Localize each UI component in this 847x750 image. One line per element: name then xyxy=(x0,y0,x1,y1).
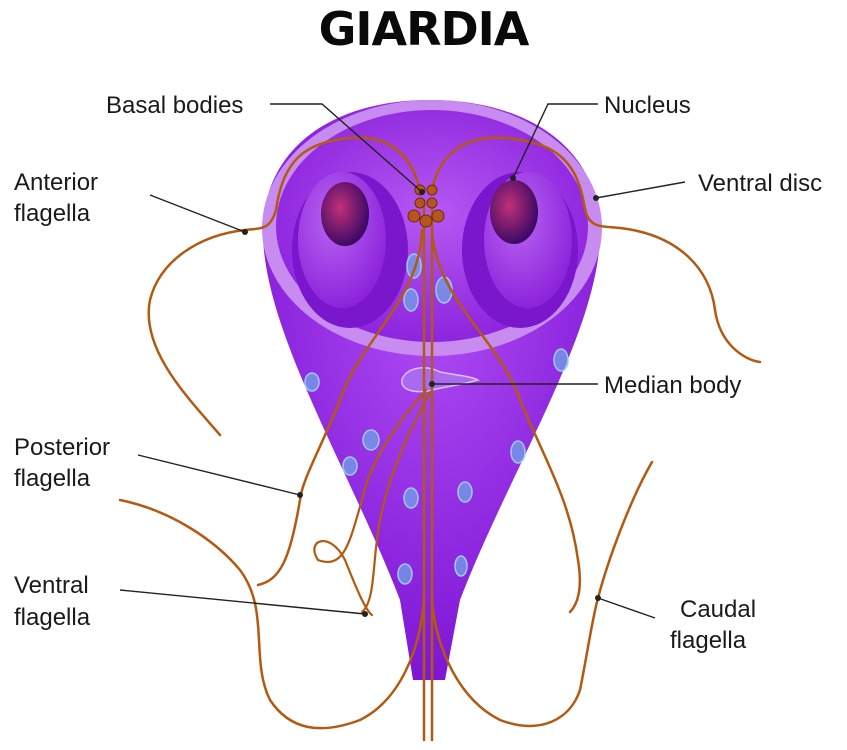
label-median-body: Median body xyxy=(604,372,741,399)
label-anterior-line1: Anterior xyxy=(14,169,98,196)
label-caudal-line1: Caudal xyxy=(680,596,756,623)
label-ventral-line1: Ventral xyxy=(14,572,89,599)
label-caudal-line2: flagella xyxy=(670,627,747,654)
label-anterior-line2: flagella xyxy=(14,200,91,227)
nucleus-right xyxy=(462,172,578,328)
label-nucleus: Nucleus xyxy=(604,92,691,119)
label-basal-bodies: Basal bodies xyxy=(106,92,243,119)
label-posterior-line2: flagella xyxy=(14,465,91,492)
label-posterior-line1: Posterior xyxy=(14,434,110,461)
label-ventral-line2: flagella xyxy=(14,604,91,631)
label-ventral-disc: Ventral disc xyxy=(698,170,822,197)
nucleus-left xyxy=(292,172,408,328)
